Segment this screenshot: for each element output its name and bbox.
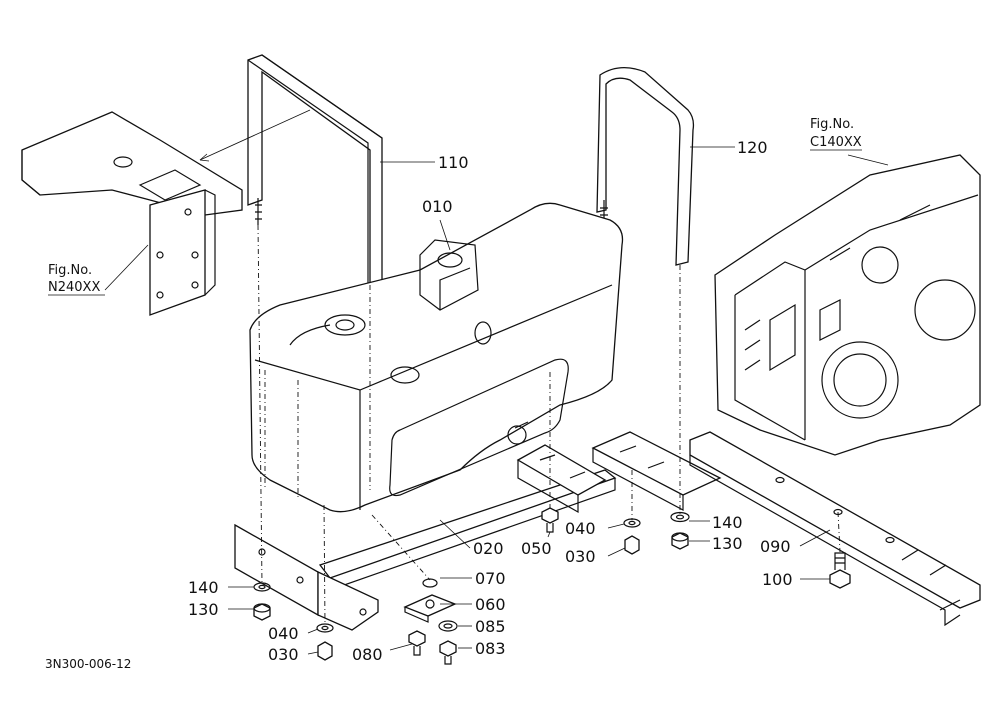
- frame-rail: [689, 431, 981, 627]
- label-030-left: 030: [268, 645, 299, 664]
- label-130-left: 130: [188, 600, 219, 619]
- leader-lines: [104, 109, 889, 655]
- label-083: 083: [475, 639, 506, 658]
- label-010: 010: [422, 197, 453, 216]
- figure-references: Fig.No. N240XX Fig.No. C140XX: [48, 117, 862, 296]
- left-frame-bracket: [21, 111, 243, 316]
- assembly-centerlines: [257, 224, 841, 626]
- fasteners: [253, 507, 851, 665]
- label-110: 110: [438, 153, 469, 172]
- center-brackets: [516, 431, 722, 514]
- label-080: 080: [352, 645, 383, 664]
- label-060: 060: [475, 595, 506, 614]
- label-130-right: 130: [712, 534, 743, 553]
- fig-ref-n240-title: Fig.No.: [48, 263, 92, 278]
- fig-ref-c140-title: Fig.No.: [810, 117, 854, 132]
- label-090: 090: [760, 537, 791, 556]
- label-070: 070: [475, 569, 506, 588]
- label-020: 020: [473, 539, 504, 558]
- part-number-labels: 010 110 120 020 050 040 030 140 130 090 …: [188, 138, 793, 664]
- label-040-left: 040: [268, 624, 299, 643]
- label-120: 120: [737, 138, 768, 157]
- label-040-center: 040: [565, 519, 596, 538]
- lower-left-bracket: [234, 523, 379, 631]
- fig-ref-c140-code: C140XX: [810, 135, 862, 150]
- label-085: 085: [475, 617, 506, 636]
- tank-strap-110: [247, 54, 383, 284]
- label-050: 050: [521, 539, 552, 558]
- label-100: 100: [762, 570, 793, 589]
- transmission-case: [714, 154, 981, 456]
- label-030-center: 030: [565, 547, 596, 566]
- label-140-left: 140: [188, 578, 219, 597]
- fig-ref-n240-code: N240XX: [48, 280, 100, 295]
- drawing-code: 3N300-006-12: [45, 657, 131, 671]
- fuel-tank: [249, 202, 624, 513]
- label-140-right: 140: [712, 513, 743, 532]
